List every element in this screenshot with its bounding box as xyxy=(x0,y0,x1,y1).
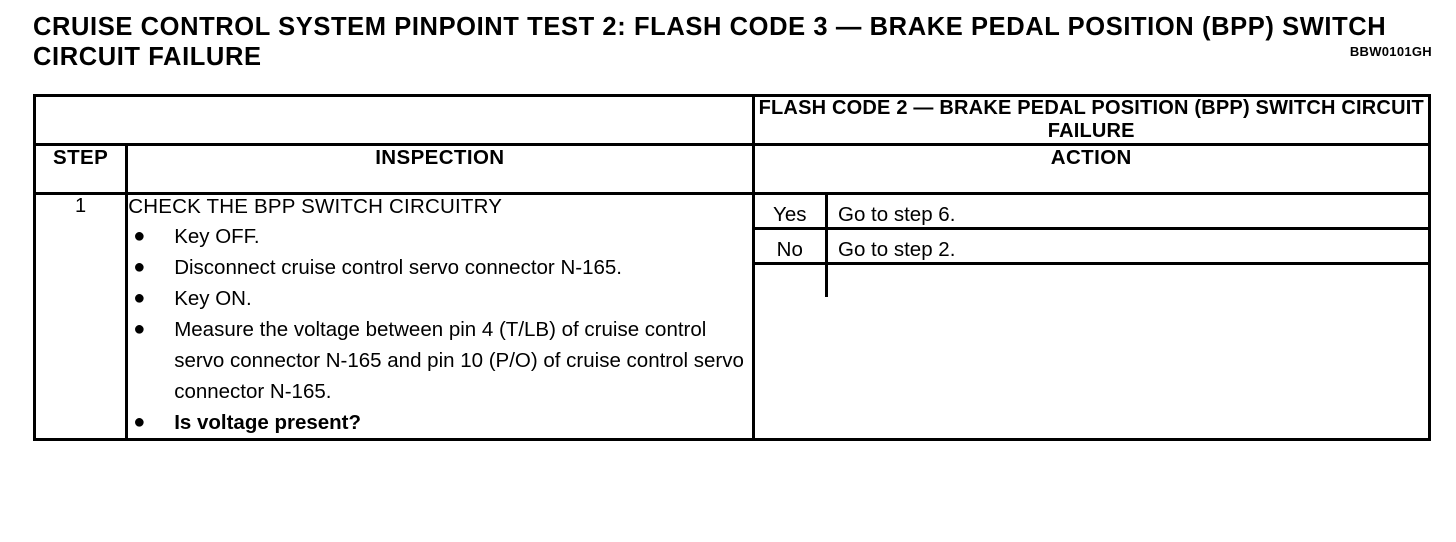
bullet-icon: ● xyxy=(133,225,146,247)
title-block: CRUISE CONTROL SYSTEM PINPOINT TEST 2: F… xyxy=(33,12,1433,72)
list-item-label: Is voltage present? xyxy=(174,411,362,434)
inspection-heading: CHECK THE BPP SWITCH CIRCUITRY xyxy=(128,195,503,218)
bullet-icon: ● xyxy=(133,287,146,309)
result-row-yes: Yes Go to step 6. xyxy=(754,195,1428,230)
list-item-question: ● Is voltage present? xyxy=(128,407,751,438)
result-answer-yes: Yes xyxy=(754,195,829,230)
banner-blank-cell xyxy=(33,94,755,146)
list-item: ● Key ON. xyxy=(128,283,751,314)
list-item-label: Disconnect cruise control servo connecto… xyxy=(174,256,622,279)
figure-code: BBW0101GH xyxy=(1349,44,1432,59)
table-header-row: STEP INSPECTION ACTION xyxy=(32,143,1432,195)
result-action-yes: Go to step 6. xyxy=(826,195,1428,230)
list-item-label: Measure the voltage between pin 4 (T/LB)… xyxy=(174,318,744,403)
result-filler-right xyxy=(826,263,1428,297)
result-action-no: Go to step 2. xyxy=(826,228,1428,265)
inspection-cell: CHECK THE BPP SWITCH CIRCUITRY ● Key OFF… xyxy=(125,192,755,441)
pinpoint-test-table: FLASH CODE 2 — BRAKE PEDAL POSITION (BPP… xyxy=(32,94,1432,441)
banner-cell: FLASH CODE 2 — BRAKE PEDAL POSITION (BPP… xyxy=(751,94,1432,146)
bullet-icon: ● xyxy=(133,318,146,340)
list-item: ● Measure the voltage between pin 4 (T/L… xyxy=(128,314,751,407)
results-table: Yes Go to step 6. No Go to step 2. xyxy=(754,195,1428,297)
result-filler-left xyxy=(754,263,829,297)
header-inspection: INSPECTION xyxy=(125,143,755,195)
inspection-step-list: ● Key OFF. ● Disconnect cruise control s… xyxy=(128,221,751,438)
bullet-icon: ● xyxy=(133,411,146,433)
page-title: CRUISE CONTROL SYSTEM PINPOINT TEST 2: F… xyxy=(33,13,1387,71)
header-action: ACTION xyxy=(751,143,1432,195)
header-step: STEP xyxy=(32,143,129,195)
result-row-no: No Go to step 2. xyxy=(754,228,1428,265)
bullet-icon: ● xyxy=(133,256,146,278)
step-number: 1 xyxy=(32,192,129,441)
table-banner-row: FLASH CODE 2 — BRAKE PEDAL POSITION (BPP… xyxy=(33,94,1432,146)
results-cell: Yes Go to step 6. No Go to step 2. xyxy=(751,192,1432,441)
list-item-label: Key ON. xyxy=(174,287,252,310)
list-item-label: Key OFF. xyxy=(174,225,260,248)
list-item: ● Key OFF. xyxy=(128,221,751,252)
list-item: ● Disconnect cruise control servo connec… xyxy=(128,252,751,283)
table-row: 1 CHECK THE BPP SWITCH CIRCUITRY ● Key O… xyxy=(32,192,1432,441)
result-answer-no: No xyxy=(754,228,829,265)
result-filler-row xyxy=(754,263,1428,297)
